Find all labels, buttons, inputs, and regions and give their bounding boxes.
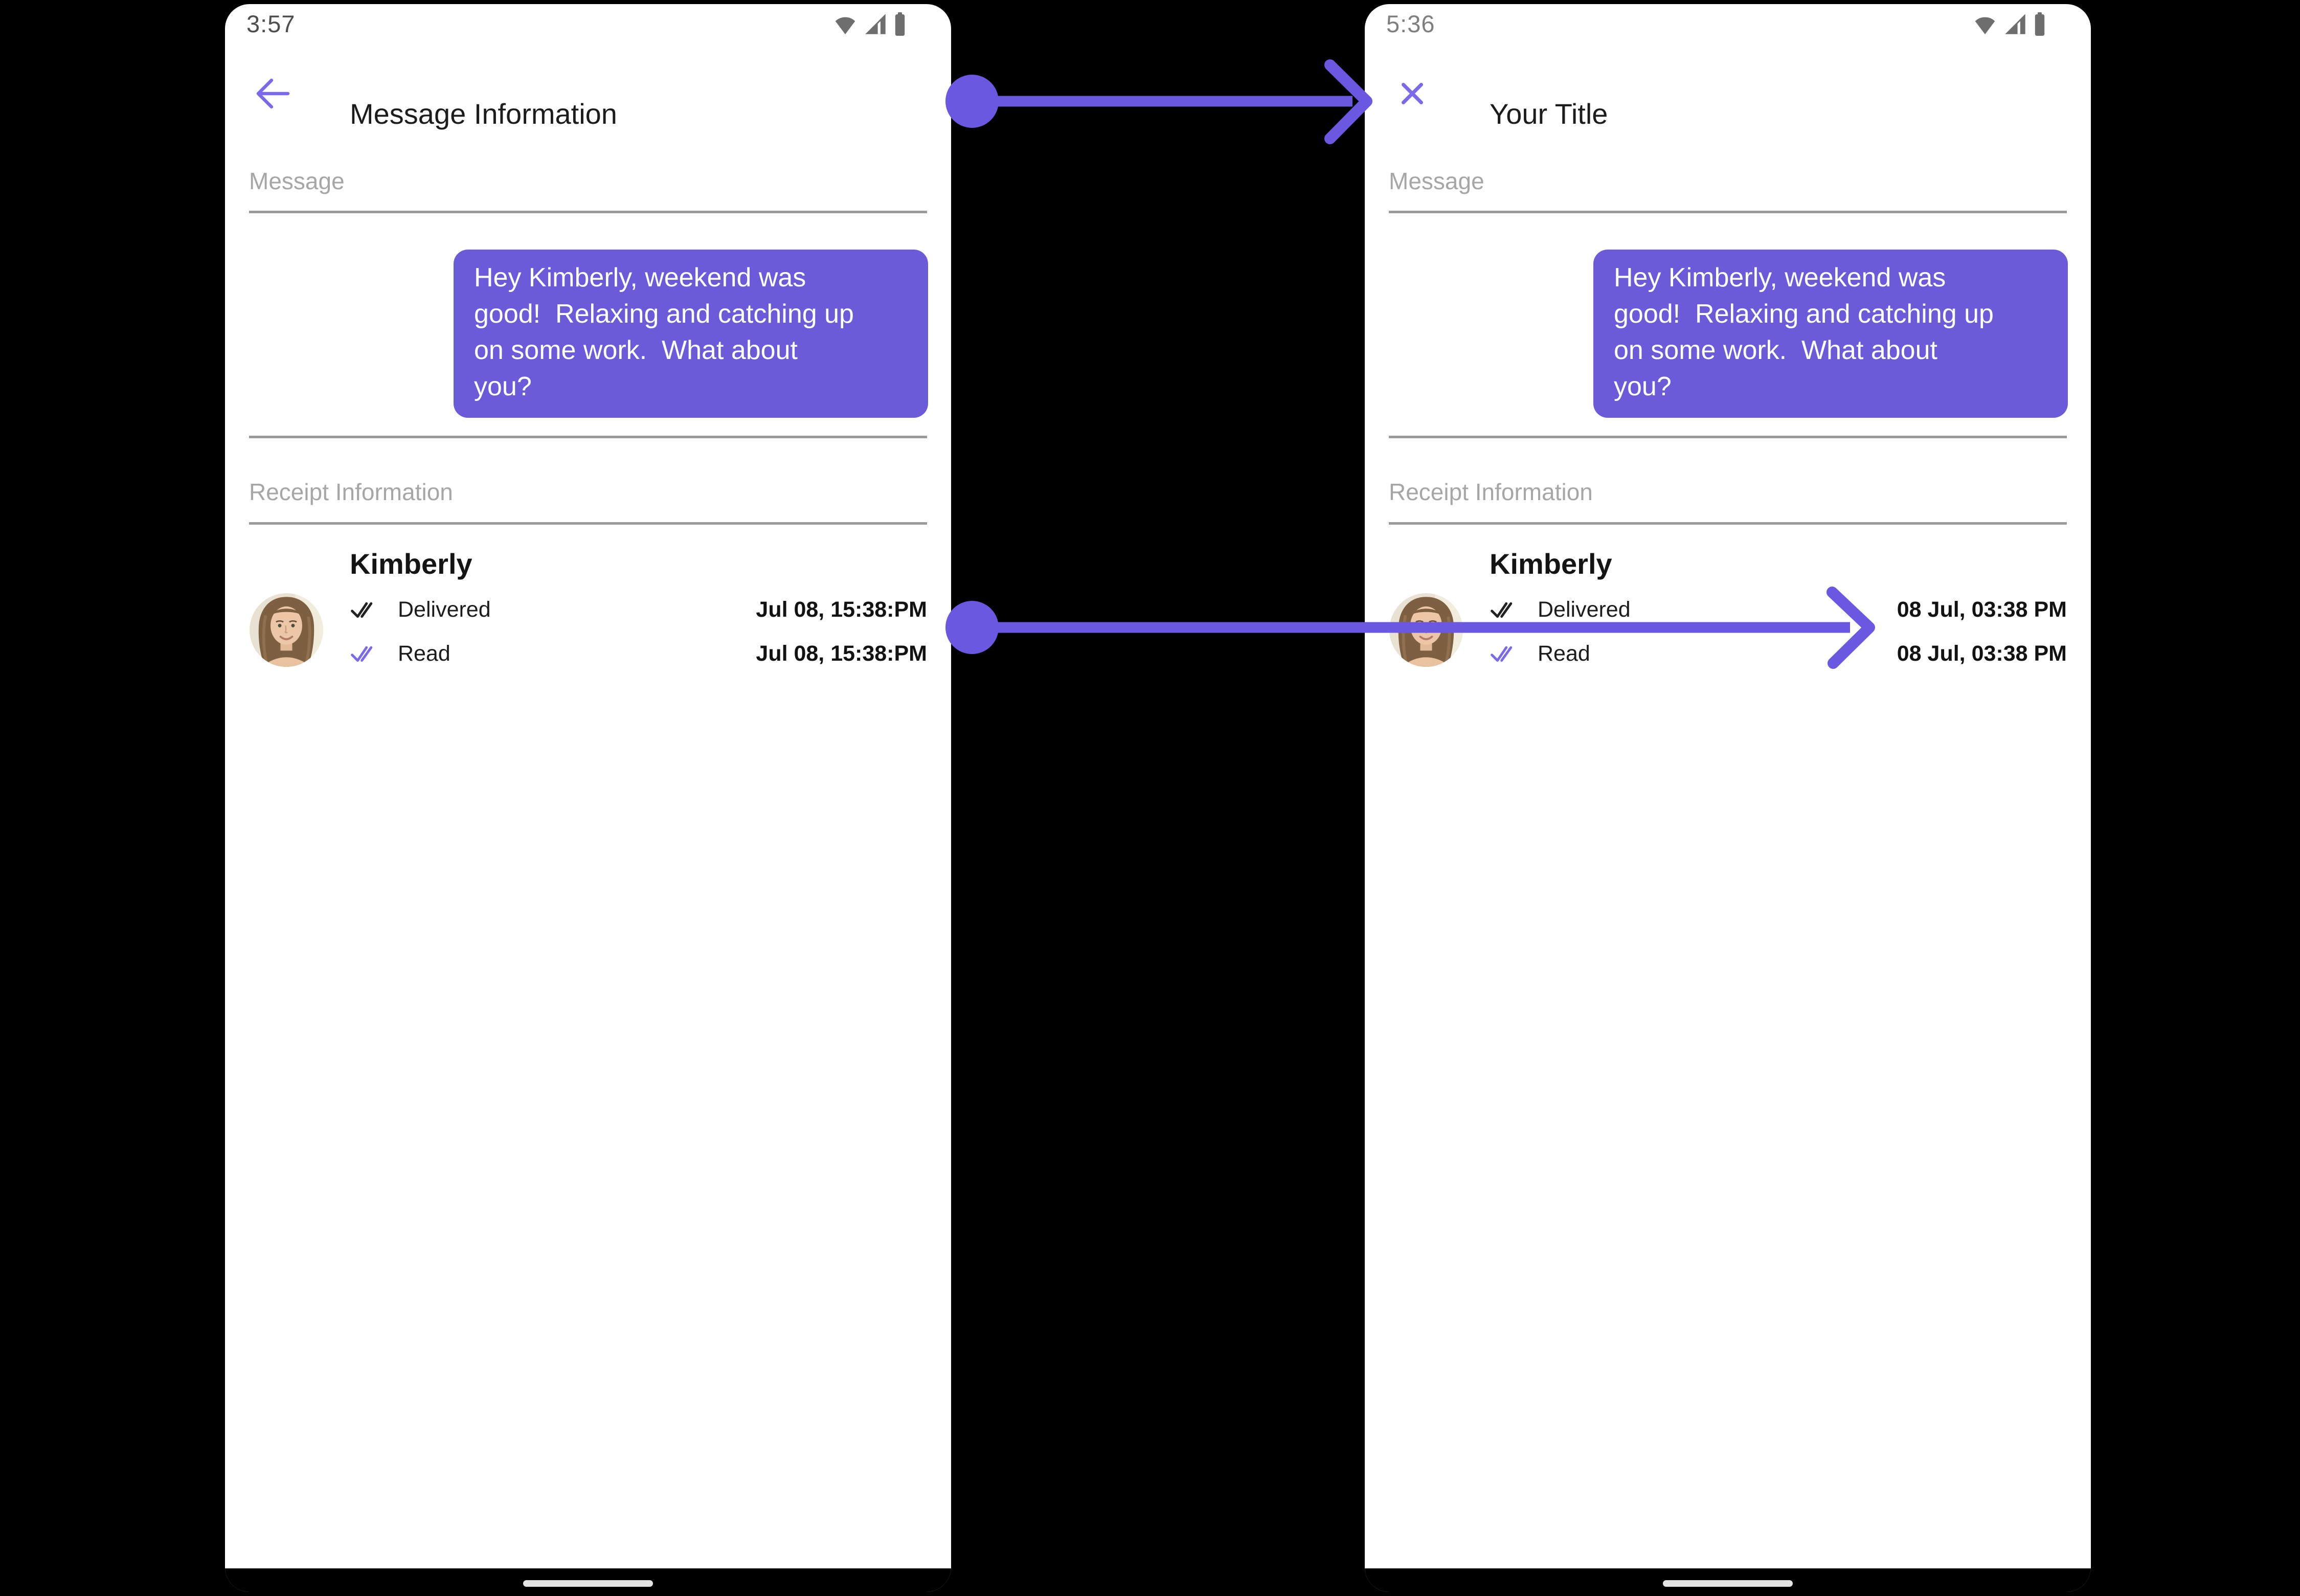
receipt-user-name: Kimberly xyxy=(350,548,472,580)
close-icon xyxy=(1398,79,1427,110)
read-double-tick-icon xyxy=(350,644,375,663)
cell-signal-icon xyxy=(2003,12,2027,36)
read-label: Read xyxy=(398,641,450,666)
message-section-label: Message xyxy=(249,168,345,194)
divider xyxy=(249,436,927,438)
message-bubble: Hey Kimberly, weekend was good! Relaxing… xyxy=(454,250,928,418)
gesture-nav-bar xyxy=(225,1568,951,1592)
status-icons xyxy=(833,12,906,36)
title-change-arrow xyxy=(945,59,1372,144)
close-button[interactable] xyxy=(1393,77,1431,113)
read-double-tick-icon xyxy=(1490,644,1515,663)
wifi-icon xyxy=(1973,15,1997,36)
delivered-label: Delivered xyxy=(1538,597,1631,622)
divider xyxy=(249,522,927,525)
delivered-label: Delivered xyxy=(398,597,491,622)
delivered-row: Delivered 08 Jul, 03:38 PM xyxy=(1490,597,2067,622)
message-text: Hey Kimberly, weekend was good! Relaxing… xyxy=(474,263,854,401)
home-indicator[interactable] xyxy=(1663,1580,1793,1587)
phone-before: 3:57 Message Information Message Hey Kim… xyxy=(225,4,951,1592)
divider xyxy=(1389,211,2067,213)
page-title: Your Title xyxy=(1490,97,1608,130)
back-button[interactable] xyxy=(254,77,291,113)
divider xyxy=(1389,436,2067,438)
status-time: 5:36 xyxy=(1386,10,1435,37)
read-timestamp: 08 Jul, 03:38 PM xyxy=(1897,641,2067,666)
avatar xyxy=(1389,593,1463,667)
back-arrow-icon xyxy=(254,77,291,113)
home-indicator[interactable] xyxy=(523,1580,653,1587)
status-icons xyxy=(1973,12,2046,36)
receipt-section-label: Receipt Information xyxy=(249,479,453,505)
receipt-section-label: Receipt Information xyxy=(1389,479,1593,505)
message-text: Hey Kimberly, weekend was good! Relaxing… xyxy=(1614,263,1994,401)
phone-after: 5:36 Your Title Message Hey Kimberly, we… xyxy=(1365,4,2091,1592)
divider xyxy=(249,211,927,213)
delivered-timestamp: Jul 08, 15:38:PM xyxy=(756,597,927,622)
read-timestamp: Jul 08, 15:38:PM xyxy=(756,641,927,666)
avatar xyxy=(250,593,323,667)
wifi-icon xyxy=(833,15,857,36)
message-section-label: Message xyxy=(1389,168,1484,194)
read-row: Read Jul 08, 15:38:PM xyxy=(350,641,927,666)
battery-icon xyxy=(2034,12,2046,36)
cell-signal-icon xyxy=(864,12,887,36)
battery-icon xyxy=(894,12,906,36)
delivered-timestamp: 08 Jul, 03:38 PM xyxy=(1897,597,2067,622)
divider xyxy=(1389,522,2067,525)
message-bubble: Hey Kimberly, weekend was good! Relaxing… xyxy=(1593,250,2068,418)
read-row: Read 08 Jul, 03:38 PM xyxy=(1490,641,2067,666)
read-label: Read xyxy=(1538,641,1590,666)
page-title: Message Information xyxy=(350,97,617,130)
status-time: 3:57 xyxy=(246,10,296,37)
delivered-double-tick-icon xyxy=(1490,600,1515,619)
delivered-row: Delivered Jul 08, 15:38:PM xyxy=(350,597,927,622)
gesture-nav-bar xyxy=(1365,1568,2091,1592)
receipt-user-name: Kimberly xyxy=(1490,548,1612,580)
delivered-double-tick-icon xyxy=(350,600,375,619)
